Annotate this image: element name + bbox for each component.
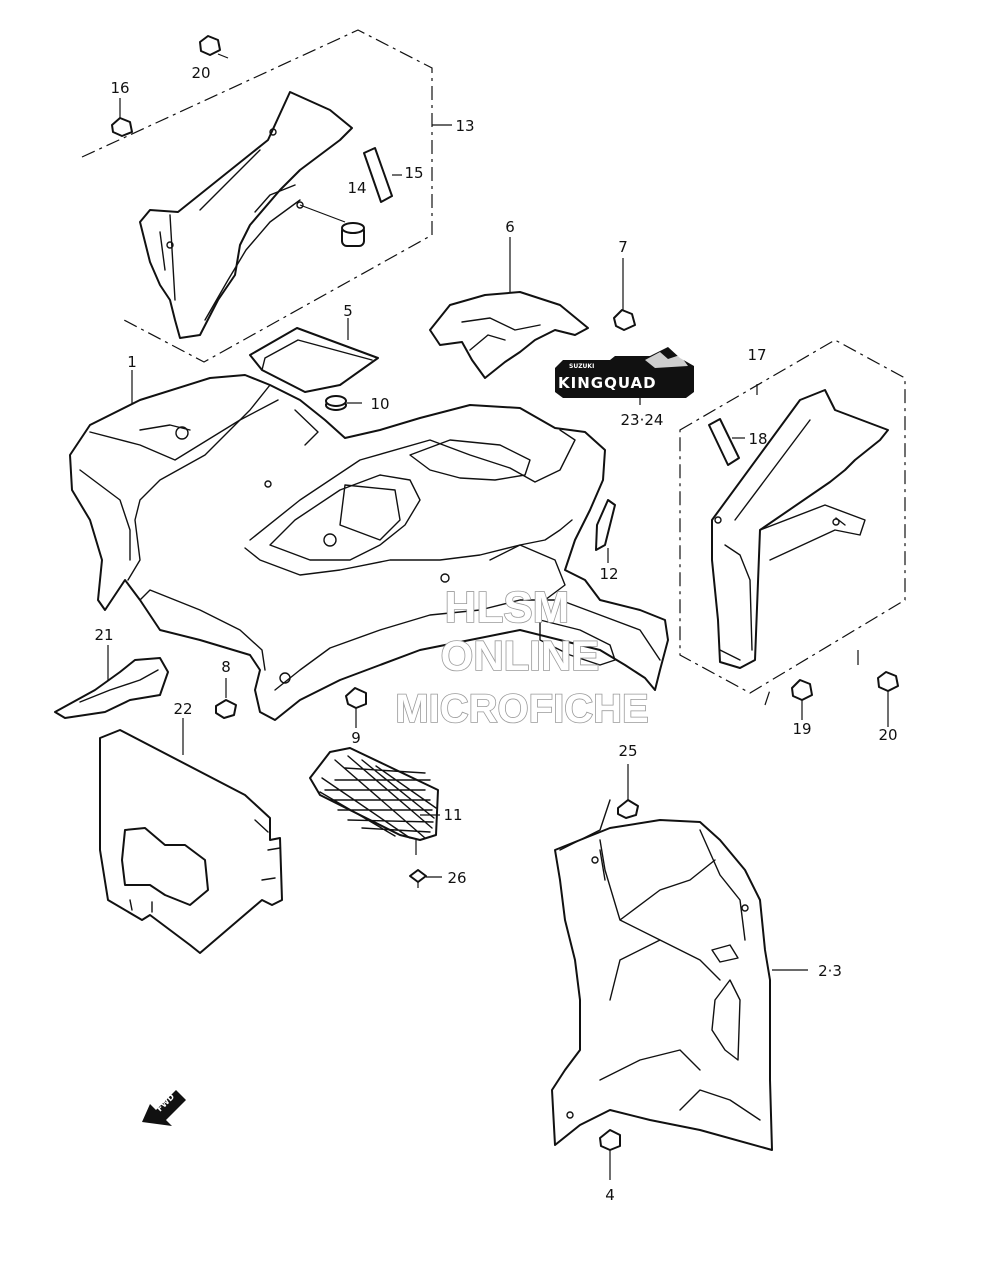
screw-20-right (877, 671, 899, 727)
label-4: 4 (605, 1186, 615, 1204)
grille-11 (309, 747, 440, 855)
screw-25 (617, 764, 639, 819)
screw-19 (764, 679, 813, 720)
cover-5 (249, 318, 379, 393)
label-20-top: 20 (191, 64, 210, 82)
group-box-13 (81, 29, 452, 363)
label-21: 21 (94, 626, 113, 644)
grommet-10 (325, 395, 362, 411)
guard-6 (429, 237, 589, 379)
label-2-3: 2·3 (818, 962, 842, 980)
label-26: 26 (447, 869, 466, 887)
label-12: 12 (599, 565, 618, 583)
side-cover-13 (139, 91, 353, 339)
label-19: 19 (792, 720, 811, 738)
screw-16 (111, 98, 133, 137)
label-25: 25 (618, 742, 637, 760)
label-9: 9 (351, 729, 361, 747)
decal-brand-text: SUZUKI (569, 363, 594, 370)
label-20-right: 20 (878, 726, 897, 744)
label-1: 1 (127, 353, 137, 371)
flap-21 (54, 645, 169, 719)
side-cover-17 (711, 389, 889, 669)
callout-labels: 1 2·3 4 5 6 7 8 9 10 11 12 13 14 15 16 1… (94, 64, 897, 1204)
label-11: 11 (443, 806, 462, 824)
decal-23-24: SUZUKI KINGQUAD (555, 347, 694, 405)
watermark-line-2: ONLINE (441, 632, 600, 679)
strip-12 (595, 499, 616, 563)
label-8: 8 (221, 658, 231, 676)
screw-20-top (199, 35, 229, 59)
watermark-line-3: MICROFICHE (395, 687, 648, 731)
rear-fender-1 (69, 370, 669, 721)
label-18: 18 (748, 430, 767, 448)
label-6: 6 (505, 218, 515, 236)
strip-18 (708, 418, 745, 466)
watermark: HLSM ONLINE MICROFICHE (395, 582, 650, 732)
label-14: 14 (347, 179, 366, 197)
label-7: 7 (618, 238, 628, 256)
fwd-arrow-icon: FWD (142, 1090, 186, 1126)
label-13: 13 (455, 117, 474, 135)
screw-26 (409, 869, 442, 888)
label-5: 5 (343, 302, 353, 320)
strip-15 (363, 147, 402, 203)
screw-9 (345, 687, 367, 728)
clip-7 (613, 258, 636, 331)
group-box-17 (679, 339, 906, 694)
label-22: 22 (173, 700, 192, 718)
label-16: 16 (110, 79, 129, 97)
label-23-24: 23·24 (621, 411, 664, 429)
label-15: 15 (404, 164, 423, 182)
liner-2-3 (551, 799, 808, 1151)
panel-22 (99, 718, 283, 954)
label-17: 17 (747, 346, 766, 364)
decal-name-text: KINGQUAD (558, 374, 657, 392)
label-10: 10 (370, 395, 389, 413)
grommet-14 (299, 204, 365, 247)
screw-8 (215, 678, 237, 719)
screw-4 (599, 1129, 621, 1180)
watermark-line-1: HLSM (445, 583, 570, 632)
